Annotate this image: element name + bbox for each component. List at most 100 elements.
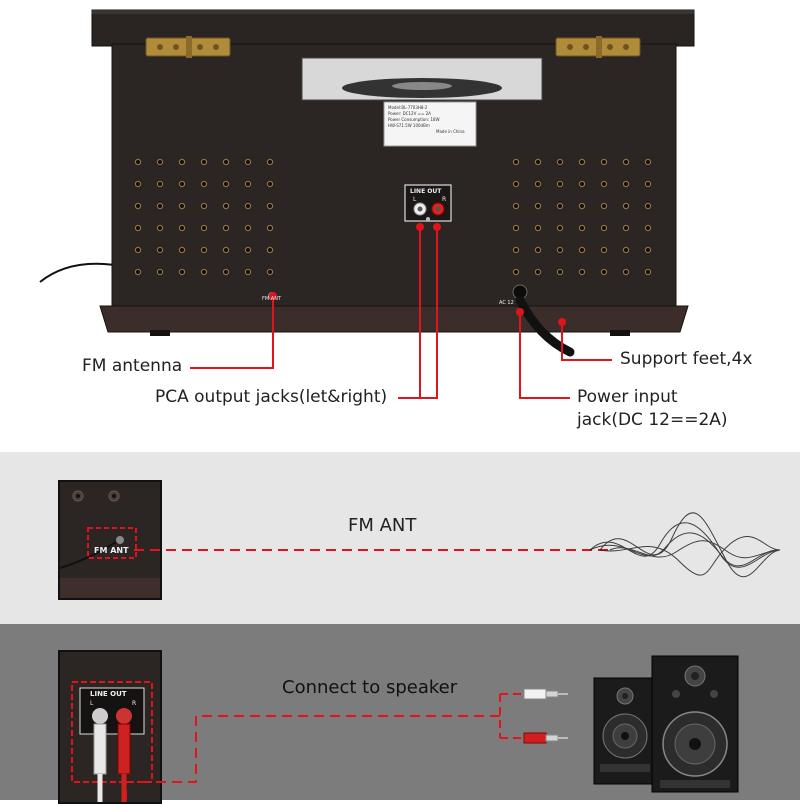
fm-ant-thumbnail: FM ANT: [58, 480, 162, 600]
grill-hole: [156, 224, 164, 232]
fm-ant-thumb-label: FM ANT: [94, 546, 129, 555]
grill-hole: [244, 268, 252, 276]
grill-hole: [578, 224, 586, 232]
grill-hole: [534, 202, 542, 210]
jack-callout-line-right: [398, 227, 438, 399]
grill-hole: [600, 180, 608, 188]
grill-hole: [578, 180, 586, 188]
grill-hole: [534, 224, 542, 232]
grill-hole: [134, 246, 142, 254]
grill-hole: [622, 268, 630, 276]
speaker-band: LINE OUT L R: [0, 624, 800, 804]
grill-hole: [622, 202, 630, 210]
grill-hole: [534, 246, 542, 254]
grill-hole: [200, 246, 208, 254]
fm-ant-band: FM ANT FM ANT: [0, 452, 800, 624]
grill-hole: [266, 246, 274, 254]
audio-cable-split-line: [499, 693, 524, 739]
grill-hole: [178, 268, 186, 276]
rating-label: Model:BL-7703H8-2 Power: DC12V == 2A Pow…: [388, 105, 474, 145]
grill-hole: [534, 268, 542, 276]
grill-hole: [512, 180, 520, 188]
rating-line: Power: DC12V == 2A: [388, 111, 431, 116]
grill-hole: [578, 158, 586, 166]
rating-line: HW-S71.5W 100dBm: [388, 123, 430, 128]
grill-hole: [200, 224, 208, 232]
output-jacks-callout: PCA output jacks(let&right): [155, 387, 388, 407]
grill-hole: [134, 180, 142, 188]
grill-hole: [222, 202, 230, 210]
speaker-grill-right: [512, 158, 652, 276]
grill-hole: [622, 180, 630, 188]
power-input-callout-line1: Power input: [577, 387, 678, 407]
grill-hole: [266, 158, 274, 166]
grill-hole: [578, 268, 586, 276]
grill-hole: [600, 158, 608, 166]
callout-lines: [190, 227, 612, 399]
line-out-thumbnail: LINE OUT L R: [58, 650, 162, 804]
hinge-left: [145, 36, 231, 58]
fm-antenna-callout: FM antenna: [82, 356, 183, 376]
grill-hole: [178, 158, 186, 166]
grill-hole: [600, 268, 608, 276]
support-feet-callout: Support feet,4x: [620, 349, 753, 369]
grill-hole: [578, 246, 586, 254]
power-callout-line: [519, 312, 570, 399]
power-input-callout-line2: jack(DC 12==2A): [577, 410, 728, 430]
grill-hole: [222, 224, 230, 232]
connect-to-speaker-title: Connect to speaker: [282, 677, 458, 698]
grill-hole: [644, 224, 652, 232]
thumb-left-letter: L: [90, 700, 94, 707]
thumb-right-letter: R: [132, 700, 137, 707]
grill-hole: [534, 158, 542, 166]
feet-callout-line: [561, 322, 612, 361]
grill-hole: [512, 158, 520, 166]
grill-hole: [512, 202, 520, 210]
grill-hole: [556, 158, 564, 166]
grill-hole: [222, 268, 230, 276]
speaker-grill-left: [134, 158, 274, 276]
grill-hole: [178, 224, 186, 232]
grill-hole: [244, 180, 252, 188]
audio-cable-dashed-line: [125, 715, 500, 800]
grill-hole: [134, 268, 142, 276]
grill-hole: [600, 246, 608, 254]
grill-hole: [156, 180, 164, 188]
fm-ant-diagram: [134, 512, 781, 578]
grill-hole: [244, 202, 252, 210]
line-out-label: LINE OUT: [410, 188, 442, 195]
grill-hole: [200, 268, 208, 276]
line-out-thumb-label: LINE OUT: [90, 690, 127, 698]
rating-line: Made in China: [436, 129, 465, 134]
grill-hole: [556, 224, 564, 232]
grill-hole: [644, 246, 652, 254]
foot-right: [610, 330, 630, 336]
grill-hole: [644, 202, 652, 210]
grill-hole: [266, 268, 274, 276]
grill-hole: [178, 180, 186, 188]
radio-wave-icon: [589, 512, 781, 578]
speaker-small: [593, 677, 657, 785]
grill-hole: [200, 158, 208, 166]
grill-hole: [578, 202, 586, 210]
grill-hole: [534, 180, 542, 188]
grill-hole: [178, 202, 186, 210]
rca-plug-red: [523, 732, 568, 744]
rating-line: Model:BL-7703H8-2: [388, 105, 428, 110]
jack-right-letter: R: [442, 196, 447, 203]
plinth: [99, 305, 689, 333]
grill-hole: [134, 158, 142, 166]
line-out-panel: [404, 184, 452, 222]
grill-hole: [134, 224, 142, 232]
fm-ant-title: FM ANT: [348, 515, 417, 536]
rating-line: Power Consumption: 18W: [388, 117, 440, 122]
grill-hole: [622, 224, 630, 232]
product-back-view: LINE OUT L R FM ANT AC 12 Model:BL-7703H…: [39, 9, 753, 430]
grill-hole: [556, 180, 564, 188]
grill-hole: [512, 246, 520, 254]
grill-hole: [200, 180, 208, 188]
grill-hole: [134, 202, 142, 210]
grill-hole: [244, 246, 252, 254]
grill-hole: [222, 180, 230, 188]
grill-hole: [156, 268, 164, 276]
